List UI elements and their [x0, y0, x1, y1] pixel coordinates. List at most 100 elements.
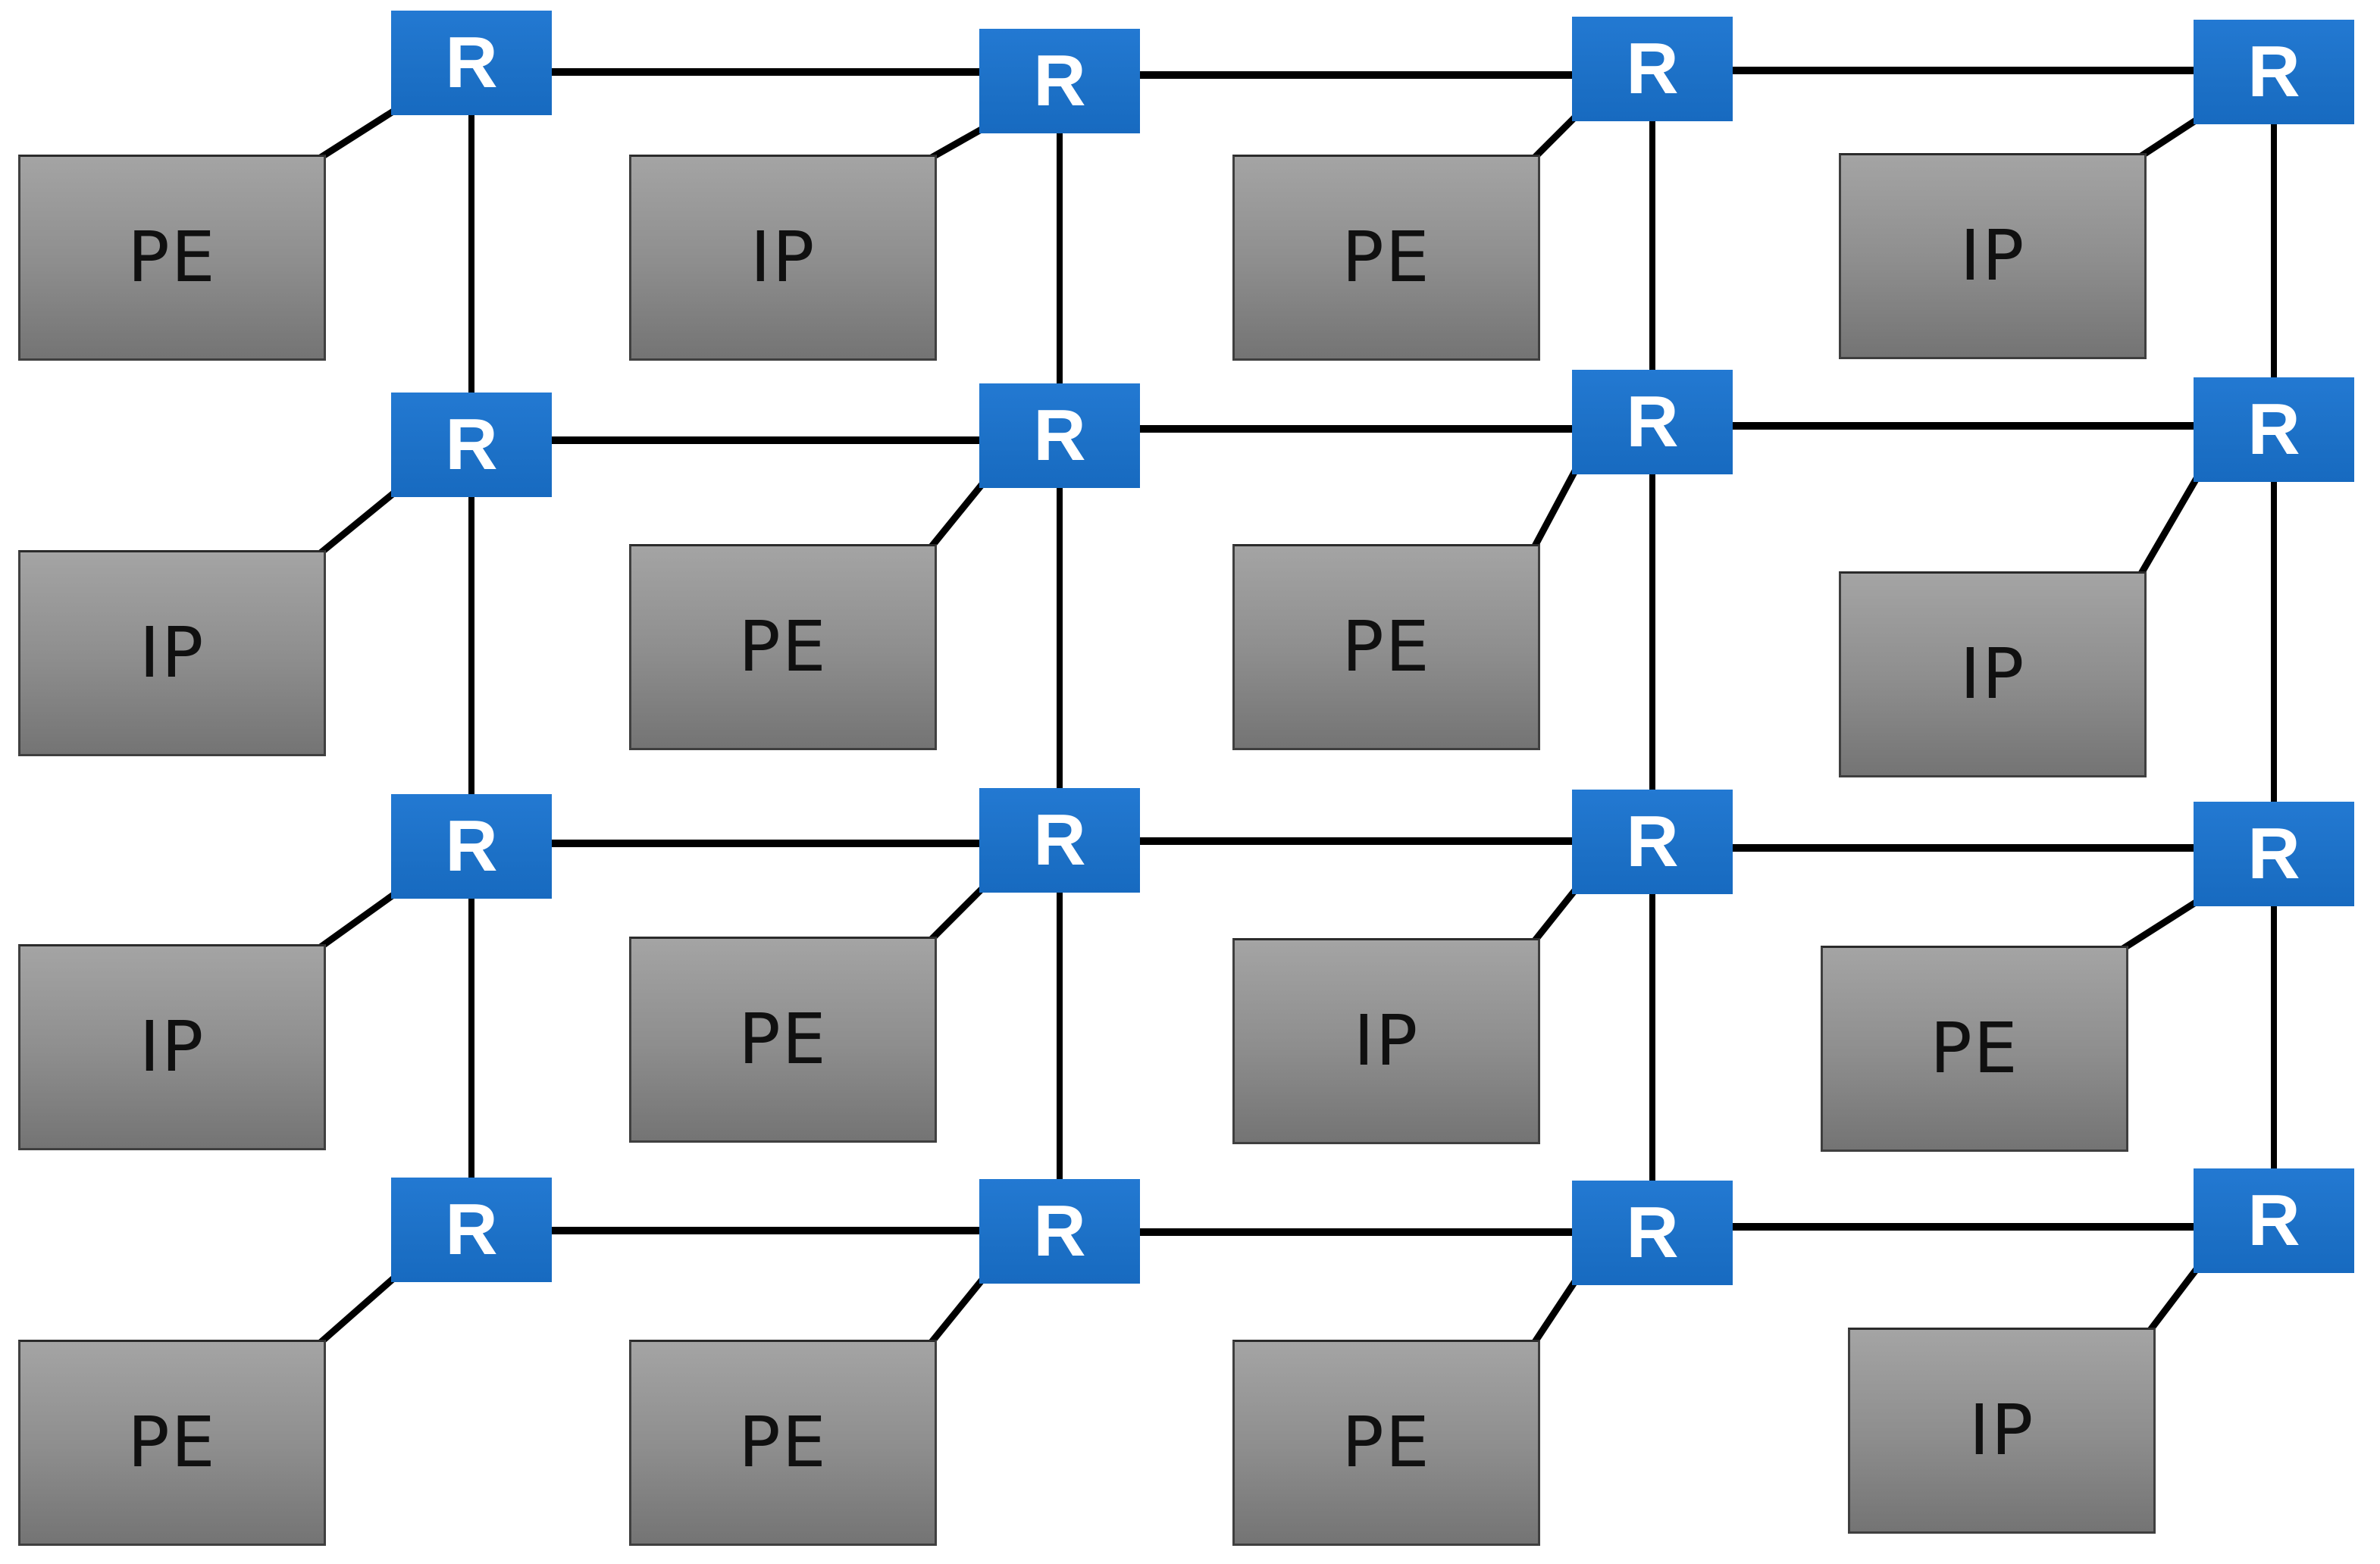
router-r1-c2: R — [1572, 370, 1733, 474]
link-tile-r2-c3 — [2120, 898, 2200, 952]
router-label: R — [1033, 40, 1086, 121]
tile-r3-c3-ip: IP — [1848, 1328, 2156, 1534]
tile-r2-c3-pe: PE — [1821, 946, 2128, 1152]
link-v-col1-r0r1 — [1057, 131, 1063, 386]
tile-label: IP — [139, 1006, 205, 1087]
router-r0-c2: R — [1572, 17, 1733, 121]
tile-label: PE — [738, 1402, 828, 1483]
router-r3-c0: R — [391, 1178, 552, 1282]
link-tile-r1-c1 — [928, 480, 986, 549]
tile-label: IP — [1353, 1000, 1420, 1081]
tile-r0-c0-pe: PE — [18, 155, 326, 361]
tile-label: PE — [738, 606, 828, 687]
router-r3-c1: R — [979, 1179, 1140, 1284]
router-r1-c1: R — [979, 383, 1140, 488]
router-r2-c0: R — [391, 794, 552, 899]
link-h-row3-c0c1 — [550, 1227, 981, 1234]
link-v-col2-r1r2 — [1649, 472, 1655, 793]
tile-label: PE — [738, 999, 828, 1080]
link-h-row0-c2c3 — [1731, 67, 2195, 74]
tile-r2-c0-ip: IP — [18, 944, 326, 1150]
link-tile-r1-c2 — [1531, 467, 1579, 549]
link-h-row3-c1c2 — [1138, 1228, 1574, 1236]
link-tile-r2-c2 — [1531, 887, 1579, 943]
link-tile-r1-c0 — [318, 489, 397, 556]
router-r2-c2: R — [1572, 790, 1733, 894]
tile-label: PE — [1342, 606, 1431, 687]
tile-label: PE — [1930, 1008, 2019, 1089]
tile-r1-c3-ip: IP — [1839, 571, 2147, 777]
tile-r1-c1-pe: PE — [629, 544, 937, 750]
router-label: R — [1626, 28, 1679, 109]
tile-r3-c2-pe: PE — [1232, 1340, 1540, 1546]
router-label: R — [2247, 389, 2300, 470]
link-tile-r0-c1 — [929, 125, 985, 161]
router-r3-c3: R — [2194, 1168, 2354, 1273]
tile-label: IP — [139, 612, 205, 693]
tile-label: PE — [127, 1402, 217, 1483]
tile-r2-c1-pe: PE — [629, 937, 937, 1143]
link-tile-r2-c1 — [928, 884, 986, 943]
tile-label: IP — [1959, 215, 2026, 296]
router-label: R — [1626, 801, 1679, 882]
router-label: R — [1033, 799, 1086, 881]
tile-r3-c0-pe: PE — [18, 1340, 326, 1546]
link-h-row0-c0c1 — [550, 68, 981, 76]
link-v-col3-r1r2 — [2271, 480, 2277, 805]
router-label: R — [2247, 813, 2300, 894]
tile-label: IP — [1968, 1390, 2035, 1471]
router-r1-c0: R — [391, 393, 552, 497]
link-v-col0-r0r1 — [468, 113, 474, 396]
router-label: R — [1033, 1190, 1086, 1272]
tile-r3-c1-pe: PE — [629, 1340, 937, 1546]
router-label: R — [445, 22, 498, 103]
link-h-row1-c0c1 — [550, 436, 981, 444]
tile-label: PE — [1342, 217, 1431, 298]
link-h-row2-c1c2 — [1138, 837, 1574, 845]
link-tile-r2-c0 — [318, 890, 397, 950]
link-tile-r3-c0 — [318, 1274, 397, 1346]
link-h-row2-c2c3 — [1731, 844, 2195, 852]
link-v-col2-r2r3 — [1649, 892, 1655, 1184]
router-r2-c1: R — [979, 788, 1140, 893]
link-v-col2-r0r1 — [1649, 119, 1655, 373]
tile-label: IP — [750, 217, 816, 298]
link-h-row0-c1c2 — [1138, 71, 1574, 79]
tile-label: PE — [127, 217, 217, 298]
tile-r1-c2-pe: PE — [1232, 544, 1540, 750]
link-v-col0-r1r2 — [468, 495, 474, 797]
tile-label: PE — [1342, 1402, 1431, 1483]
link-v-col1-r1r2 — [1057, 486, 1063, 791]
tile-r1-c0-ip: IP — [18, 550, 326, 756]
router-r2-c3: R — [2194, 802, 2354, 906]
link-v-col1-r2r3 — [1057, 890, 1063, 1182]
router-r3-c2: R — [1572, 1181, 1733, 1285]
router-r1-c3: R — [2194, 377, 2354, 482]
tile-r2-c2-ip: IP — [1232, 938, 1540, 1144]
link-h-row2-c0c1 — [550, 840, 981, 847]
link-tile-r1-c3 — [2137, 474, 2200, 577]
tile-r0-c3-ip: IP — [1839, 153, 2147, 359]
link-h-row1-c1c2 — [1138, 425, 1574, 433]
router-label: R — [445, 805, 498, 887]
link-v-col0-r2r3 — [468, 896, 474, 1181]
router-r0-c0: R — [391, 11, 552, 115]
link-v-col3-r2r3 — [2271, 904, 2277, 1171]
tile-r0-c2-pe: PE — [1232, 155, 1540, 361]
router-label: R — [2247, 1180, 2300, 1261]
router-label: R — [2247, 31, 2300, 112]
router-label: R — [1033, 395, 1086, 476]
link-v-col3-r0r1 — [2271, 122, 2277, 380]
router-label: R — [1626, 381, 1679, 462]
link-tile-r3-c1 — [928, 1276, 986, 1345]
router-r0-c3: R — [2194, 20, 2354, 124]
link-tile-r0-c3 — [2138, 116, 2200, 159]
router-label: R — [1626, 1192, 1679, 1273]
tile-r0-c1-ip: IP — [629, 155, 937, 361]
link-h-row3-c2c3 — [1731, 1223, 2195, 1231]
tile-label: IP — [1959, 633, 2026, 715]
router-r0-c1: R — [979, 29, 1140, 133]
link-tile-r3-c3 — [2147, 1265, 2200, 1333]
link-h-row1-c2c3 — [1731, 422, 2195, 430]
